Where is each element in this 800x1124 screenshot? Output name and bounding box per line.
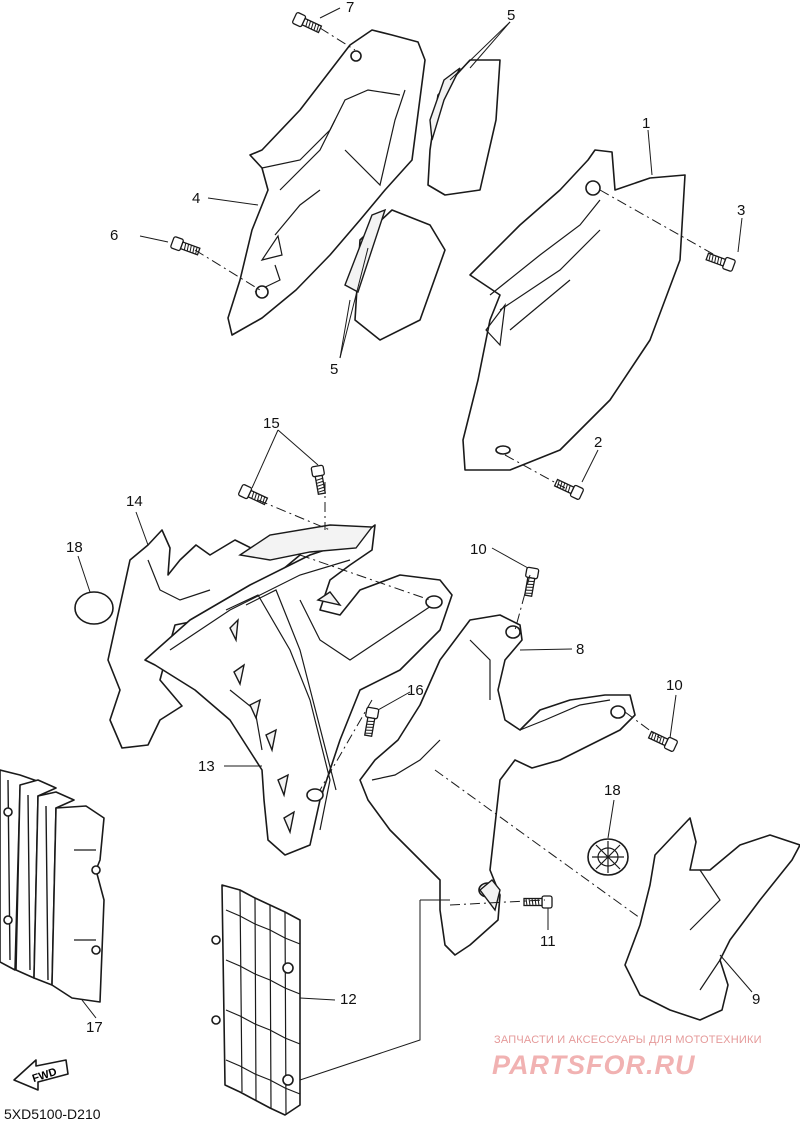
callout-7[interactable]: 7 — [346, 0, 354, 16]
drawing-code: 5XD5100-D210 — [4, 1106, 101, 1122]
callout-5-lower[interactable]: 5 — [330, 361, 338, 378]
callout-2[interactable]: 2 — [594, 434, 602, 451]
callout-6[interactable]: 6 — [110, 227, 118, 244]
callout-9[interactable]: 9 — [752, 991, 760, 1008]
callout-5-upper[interactable]: 5 — [507, 7, 515, 24]
bolt-part-15-b[interactable] — [310, 464, 328, 496]
callout-17[interactable]: 17 — [86, 1019, 103, 1036]
alignment-lines — [194, 27, 721, 919]
emblem-right-part-18[interactable] — [587, 838, 629, 876]
callout-3[interactable]: 3 — [737, 202, 745, 219]
leader-lines — [77, 7, 753, 1081]
bolt-part-10-top[interactable] — [522, 566, 540, 598]
callout-18-left[interactable]: 18 — [66, 539, 83, 556]
bolt-part-11[interactable] — [523, 895, 553, 909]
side-cover-left-part-4[interactable] — [227, 29, 426, 336]
callout-18-right[interactable]: 18 — [604, 782, 621, 799]
watermark-brand: PARTSFOR.RU — [492, 1050, 696, 1080]
callout-1[interactable]: 1 — [642, 115, 650, 132]
callout-12[interactable]: 12 — [340, 991, 357, 1008]
bolt-part-7[interactable] — [292, 12, 323, 35]
callout-13[interactable]: 13 — [198, 758, 215, 775]
forward-direction-arrow: FWD — [13, 1059, 69, 1091]
callout-8[interactable]: 8 — [576, 641, 584, 658]
emblem-left-part-18[interactable] — [74, 591, 114, 625]
bolt-part-15-a[interactable] — [238, 484, 269, 507]
callout-15[interactable]: 15 — [263, 415, 280, 432]
callout-4[interactable]: 4 — [192, 190, 200, 207]
callout-16[interactable]: 16 — [407, 682, 424, 699]
bolt-part-2[interactable] — [553, 477, 584, 500]
bolt-part-6[interactable] — [170, 236, 201, 257]
callout-11[interactable]: 11 — [540, 933, 556, 950]
callout-numbers: 1 2 3 4 5 5 6 7 8 9 10 10 11 12 13 14 15… — [66, 0, 760, 1036]
radiator-guard-left-part-17[interactable] — [0, 769, 105, 1003]
radiator-guard-right-part-12[interactable] — [211, 884, 301, 1116]
side-cover-right-part-1[interactable] — [462, 149, 686, 471]
callout-14[interactable]: 14 — [126, 493, 143, 510]
bolt-part-10-right[interactable] — [647, 729, 678, 752]
callout-10-right[interactable]: 10 — [666, 677, 683, 694]
graphic-decal-right-part-9[interactable] — [624, 817, 800, 1021]
watermark: ЗАПЧАСТИ И АКСЕССУАРЫ ДЛЯ МОТОТЕХНИКИ PA… — [492, 1034, 762, 1080]
graphic-decal-lower-part-5[interactable] — [344, 208, 446, 341]
watermark-tagline: ЗАПЧАСТИ И АКСЕССУАРЫ ДЛЯ МОТОТЕХНИКИ — [494, 1034, 762, 1046]
bolt-part-16[interactable] — [362, 706, 380, 738]
radiator-shroud-left-part-13[interactable] — [144, 524, 453, 856]
bolt-part-3[interactable] — [705, 251, 736, 272]
graphic-decal-upper-part-5[interactable] — [427, 59, 501, 196]
callout-10-top[interactable]: 10 — [470, 541, 487, 558]
